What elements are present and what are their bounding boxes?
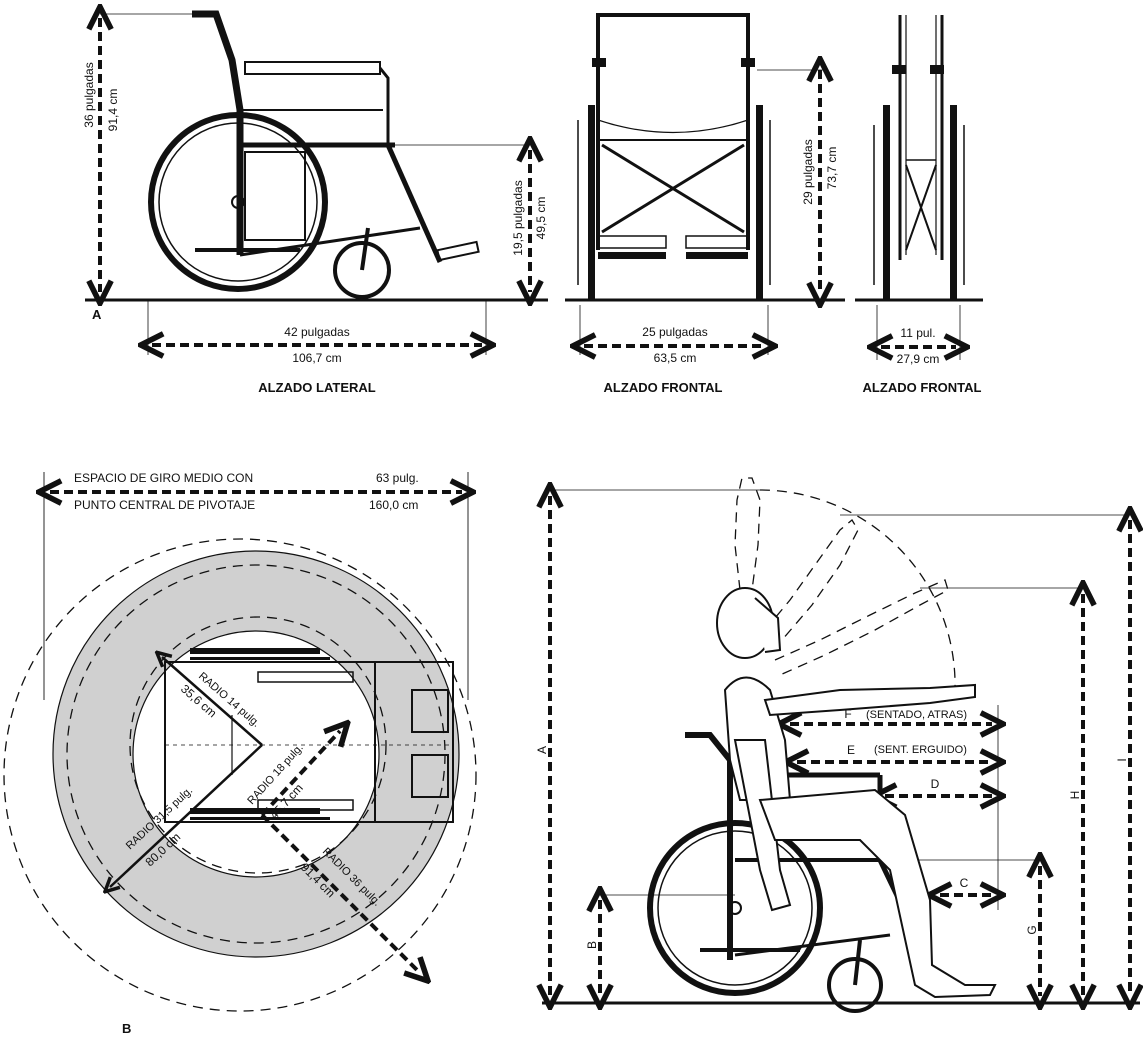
- turning-ring: [53, 551, 459, 957]
- label-g: G: [1025, 925, 1039, 934]
- label-e: E: [847, 743, 855, 757]
- label-c: C: [960, 876, 969, 890]
- radius-31-line: [110, 744, 263, 887]
- label-b: B: [585, 941, 599, 949]
- side-caption: ALZADO LATERAL: [258, 380, 376, 395]
- radius-18-line: [260, 731, 340, 817]
- turning-total-in: 63 pulg.: [376, 471, 419, 485]
- arm-raised-diagonal: [764, 519, 859, 641]
- label-d: D: [931, 777, 940, 791]
- label-i: I: [1115, 758, 1129, 761]
- reach-arc: [759, 489, 956, 691]
- turning-title-line1: ESPACIO DE GIRO MEDIO CON: [74, 471, 253, 485]
- wheelchair-folded-drawing: [873, 15, 965, 300]
- folded-caption: ALZADO FRONTAL: [863, 380, 982, 395]
- front-width-cm: 63,5 cm: [654, 351, 697, 365]
- arm-raised-vertical: [734, 477, 761, 591]
- wheelchair-side-drawing: [148, 10, 480, 299]
- label-f-note: (SENTADO, ATRAS): [866, 709, 967, 721]
- panel-b-label: B: [122, 1021, 131, 1036]
- seated-reach-elevation: [542, 477, 1140, 1013]
- radius-14-line: [162, 657, 263, 746]
- front-height-in: 29 pulgadas: [801, 139, 815, 204]
- side-length-in: 42 pulgadas: [284, 325, 349, 339]
- turning-total-cm: 160,0 cm: [369, 498, 418, 512]
- front-caption: ALZADO FRONTAL: [604, 380, 723, 395]
- radius-18-circle: [129, 616, 387, 874]
- side-height-cm: 91,4 cm: [106, 89, 120, 132]
- turning-title-line2: PUNTO CENTRAL DE PIVOTAJE: [74, 498, 255, 512]
- wheelchair-plan-drawing: [164, 648, 454, 823]
- folded-elevation: [855, 15, 983, 360]
- caster-wheel: [333, 241, 391, 299]
- arm-raised-low: [774, 579, 949, 676]
- radius-36-circle: [3, 538, 477, 1012]
- front-width-in: 25 pulgadas: [642, 325, 707, 339]
- label-a: A: [535, 746, 549, 754]
- side-length-cm: 106,7 cm: [292, 351, 341, 365]
- label-e-note: (SENT. ERGUIDO): [874, 744, 967, 756]
- radius-36-line: [260, 813, 420, 973]
- seat-height-in: 19,5 pulgadas: [511, 180, 525, 255]
- label-h: H: [1068, 791, 1082, 800]
- side-height-in: 36 pulgadas: [82, 62, 96, 127]
- front-elevation: [565, 13, 845, 355]
- folded-width-cm: 27,9 cm: [897, 352, 940, 366]
- label-f: F: [844, 707, 851, 721]
- panel-a-label: A: [92, 307, 102, 322]
- front-height-cm: 73,7 cm: [825, 147, 839, 190]
- seated-figure: [716, 587, 997, 999]
- wheelchair-front-drawing: [577, 13, 771, 300]
- folded-width-in: 11 pul.: [900, 326, 935, 340]
- seat-height-cm: 49,5 cm: [534, 197, 548, 240]
- turning-space-plan: [3, 472, 477, 1012]
- side-elevation: [85, 14, 548, 355]
